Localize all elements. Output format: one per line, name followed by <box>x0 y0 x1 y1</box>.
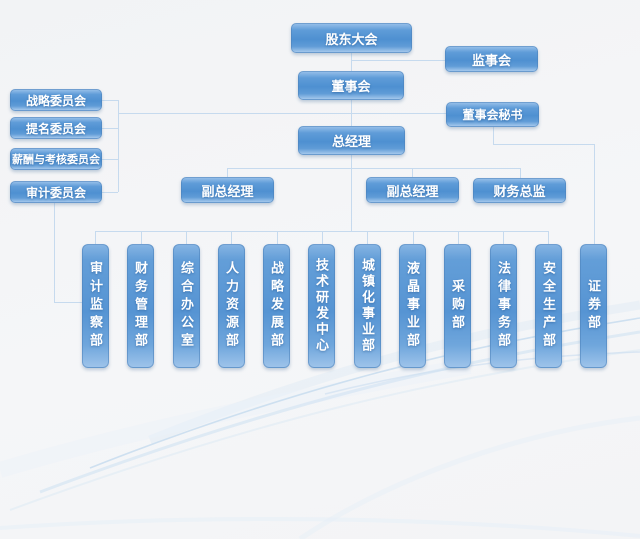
node-committee-audit: 审计委员会 <box>10 181 102 203</box>
connector-dept-drop <box>277 231 278 244</box>
node-general-manager: 总经理 <box>298 126 405 155</box>
connector-shareholders-board <box>351 53 352 71</box>
node-dept-legal-affairs: 法律事务部 <box>490 244 517 368</box>
node-supervisory-board: 监事会 <box>445 46 538 72</box>
connector-committee-stub <box>102 100 118 101</box>
node-dept-securities: 证券部 <box>580 244 607 368</box>
connector-dept-drop <box>458 231 459 244</box>
connector-exec-drop <box>227 168 228 177</box>
node-shareholders-meeting: 股东大会 <box>291 23 412 53</box>
node-deputy-gm-1: 副总经理 <box>181 177 274 203</box>
connector-dept-drop <box>322 231 323 244</box>
connector-departments-trunk <box>95 231 548 232</box>
node-dept-audit-supervision: 审计监察部 <box>82 244 109 368</box>
connector-exec-drop <box>412 168 413 177</box>
connector-committee-stub <box>102 128 118 129</box>
connector-dept-drop <box>503 231 504 244</box>
connector-dept-drop <box>186 231 187 244</box>
connector-secretary-across <box>493 144 594 145</box>
node-dept-urbanization: 城镇化事业部 <box>354 244 381 368</box>
connector-dept-drop <box>413 231 414 244</box>
node-dept-procurement: 采购部 <box>444 244 471 368</box>
connector-gm-departments <box>351 155 352 231</box>
node-deputy-gm-2: 副总经理 <box>366 177 459 203</box>
connector-dept-drop <box>141 231 142 244</box>
connector-securities-drop <box>594 144 595 244</box>
node-dept-rd-center: 技术研发中心 <box>308 244 335 368</box>
node-dept-strategic-development: 战略发展部 <box>263 244 290 368</box>
connector-exec-drop <box>520 168 521 178</box>
connector-executive-line <box>227 168 520 169</box>
connector-audit-committee-dept <box>54 302 82 303</box>
node-committee-remuneration: 薪酬与考核委员会 <box>10 148 102 170</box>
node-board-of-directors: 董事会 <box>298 71 404 100</box>
connector-committee-trunk <box>118 100 119 192</box>
connector-dept-drop <box>95 231 96 244</box>
node-dept-general-office: 综合办公室 <box>173 244 200 368</box>
connector-committee-stub <box>102 192 118 193</box>
connector-audit-committee-drop <box>54 202 55 302</box>
node-finance-director: 财务总监 <box>473 178 566 203</box>
connector-committee-stub <box>102 159 118 160</box>
connector-secretary-down <box>493 127 494 144</box>
connector-supervisory-branch <box>351 60 445 61</box>
connector-dept-drop <box>548 231 549 244</box>
node-dept-financial-management: 财务管理部 <box>127 244 154 368</box>
connector-dept-drop <box>231 231 232 244</box>
node-dept-safety-production: 安全生产部 <box>535 244 562 368</box>
connector-committees-secretary <box>118 113 446 114</box>
node-committee-nomination: 提名委员会 <box>10 117 102 139</box>
connector-dept-drop <box>367 231 368 244</box>
node-dept-human-resources: 人力资源部 <box>218 244 245 368</box>
node-committee-strategy: 战略委员会 <box>10 89 102 111</box>
node-dept-lcd-business: 液晶事业部 <box>399 244 426 368</box>
node-board-secretary: 董事会秘书 <box>446 102 539 127</box>
